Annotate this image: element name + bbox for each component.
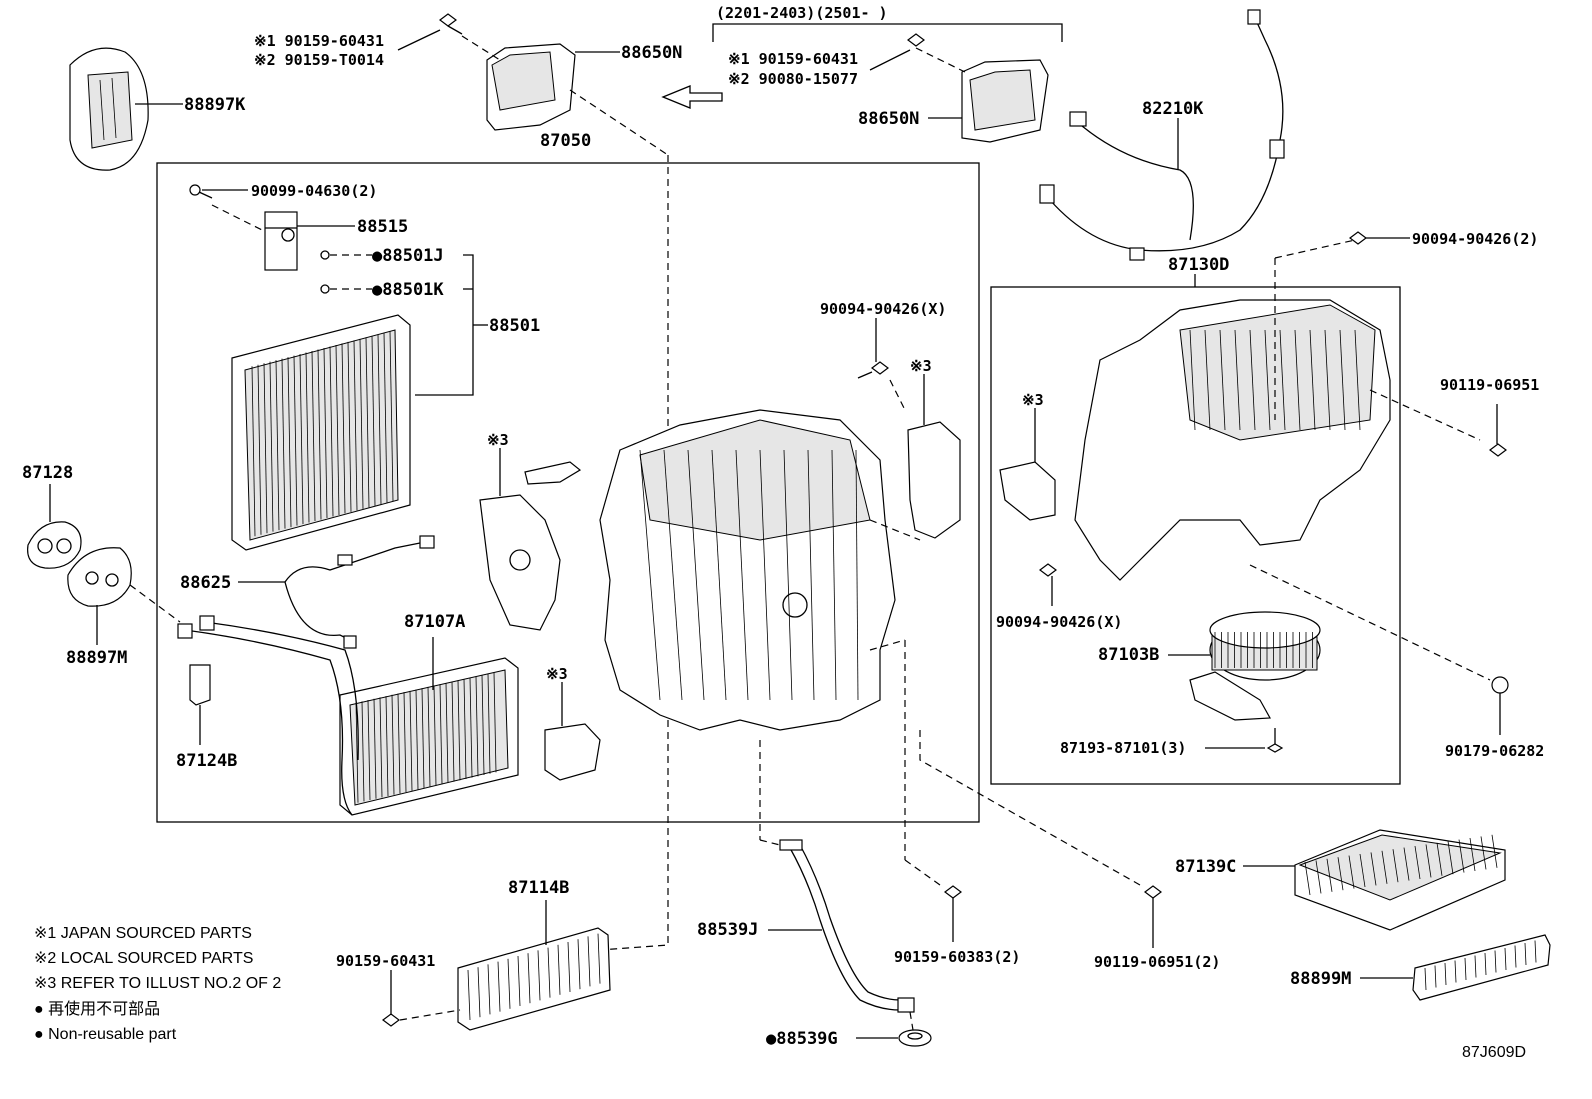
grille-87114B-drawing [457,927,611,1031]
label-88539J: 88539J [697,920,758,940]
strip-88899M-drawing [1412,934,1551,1001]
label-87107A: 87107A [404,612,465,632]
note-japan-sourced: ※1 JAPAN SOURCED PARTS [34,925,252,942]
label-88501K: ●88501K [372,280,444,300]
clip-87124B-drawing [189,664,211,706]
screw-87193-87101 [1266,728,1284,753]
label-90094-90426-2: 90094-90426(2) [1412,230,1538,248]
label-88539G: ●88539G [766,1029,838,1049]
label-ref3-d: ※3 [546,665,568,683]
label-87124B: 87124B [176,751,237,771]
label-88501: 88501 [489,316,540,336]
heater-core-87107A-drawing [177,615,519,816]
cabin-filter-87139C-drawing [1294,829,1506,931]
label-87103B: 87103B [1098,645,1159,665]
screw-90159-60383 [944,885,962,899]
grommet-87128-drawing [27,521,82,569]
oring-88501K [320,284,330,294]
label-90159-60431-a: ※1 90159-60431 [254,32,384,50]
label-87128: 87128 [22,463,73,483]
label-90080-15077: ※2 90080-15077 [728,70,858,88]
screw-90159-60431-c [382,1013,400,1027]
label-88897K: 88897K [184,95,246,115]
screw-90119-06951 [1489,443,1507,457]
label-range: (2201-2403)(2501- ) [716,4,888,22]
blower-motor-87103B-drawing [1189,611,1321,721]
screw-90119-06951-2 [1144,885,1162,899]
valve-88515-drawing [264,211,298,271]
hvac-housing-drawing [524,409,896,731]
screw-90094-90426-a [857,361,889,379]
label-88897M: 88897M [66,648,127,668]
label-90179-06282: 90179-06282 [1445,742,1544,760]
label-88625: 88625 [180,573,231,593]
note-non-reusable-jp: ● 再使用不可部品 [34,1000,160,1018]
label-90159-T0014: ※2 90159-T0014 [254,51,384,69]
range-bracket [712,23,1063,42]
servo-actuator-drawing [907,421,961,539]
screw-90094-90426-c [1349,231,1367,245]
assembly-box-87050 [156,162,980,823]
label-90099-04630: 90099-04630(2) [251,182,377,200]
plate-88897M-drawing [67,547,132,607]
clamp-88539G-drawing [898,1029,932,1047]
label-88515: 88515 [357,217,408,237]
label-90094-90426-x-b: 90094-90426(X) [996,613,1122,631]
label-88650N-b: 88650N [858,109,919,129]
label-90159-60431-b: ※1 90159-60431 [728,50,858,68]
mode-actuator-drawing [479,494,561,631]
label-90159-60431-c: 90159-60431 [336,952,435,970]
drain-hose-88539J-drawing [779,839,915,1013]
screw-90099-04630 [189,184,213,199]
label-87050: 87050 [540,131,591,151]
harness-82210K-drawing [1039,9,1285,261]
screw-90094-90426-b [1039,563,1057,577]
label-87139C: 87139C [1175,857,1236,877]
bracket-88650N-drawing [439,13,576,131]
label-88899M: 88899M [1290,969,1351,989]
nut-90179-06282-drawing [1491,676,1509,694]
cover-88897K-drawing [69,47,149,171]
direction-arrow [661,85,723,109]
note-refer-illust: ※3 REFER TO ILLUST NO.2 OF 2 [34,975,281,992]
label-82210K: 82210K [1142,99,1204,119]
blower-case-87130D-drawing [999,299,1391,581]
thermistor-88625-drawing [284,535,435,649]
label-87130D: 87130D [1168,255,1229,275]
label-ref3-a: ※3 [910,357,932,375]
label-ref3-c: ※3 [1022,391,1044,409]
note-non-reusable-en: ● Non-reusable part [34,1026,177,1043]
label-90119-06951: 90119-06951 [1440,376,1539,394]
label-90119-06951-2: 90119-06951(2) [1094,953,1220,971]
label-88501J: ●88501J [372,246,444,266]
bracket-88650N-alt-drawing [907,33,1049,143]
label-87193-87101: 87193-87101(3) [1060,739,1186,757]
air-mix-actuator-drawing [544,723,601,781]
note-local-sourced: ※2 LOCAL SOURCED PARTS [34,950,253,967]
evaporator-88501-drawing [231,314,411,551]
label-87114B: 87114B [508,878,569,898]
oring-88501J [320,250,330,260]
label-88650N-a: 88650N [621,43,682,63]
label-ref3-b: ※3 [487,431,509,449]
label-90159-60383: 90159-60383(2) [894,948,1020,966]
label-90094-90426-x-a: 90094-90426(X) [820,300,946,318]
diagram-code: 87J609D [1462,1044,1526,1061]
